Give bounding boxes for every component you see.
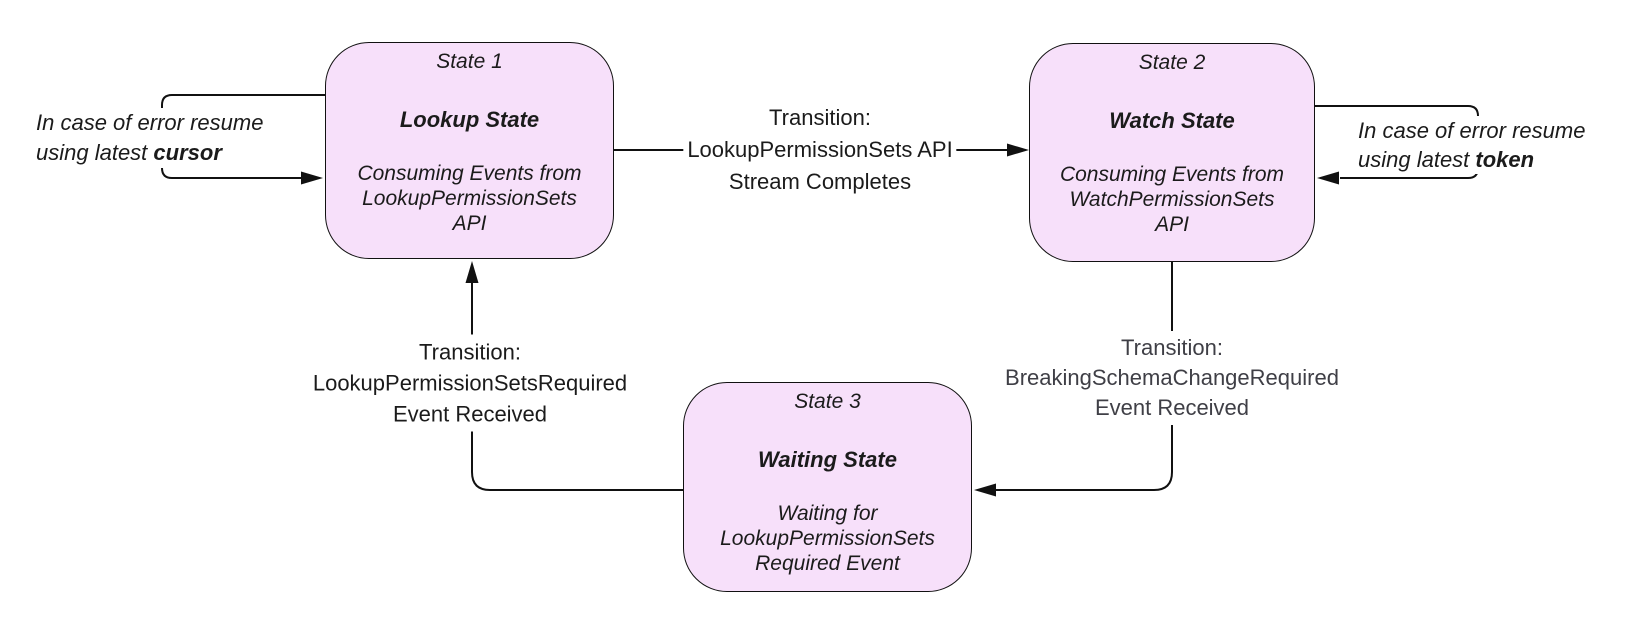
transition-label-line: LookupPermissionSets API (687, 137, 953, 162)
state-description: Waiting for LookupPermissionSets Require… (684, 501, 971, 576)
error-resume-keyword: cursor (153, 140, 222, 165)
transition-line-waiting-to-lookup (471, 281, 683, 491)
transition-label-line: BreakingSchemaChangeRequired (1005, 365, 1339, 390)
error-resume-prefix: using latest (36, 140, 154, 165)
state-description-line: API (452, 212, 487, 235)
state-description-line: Required Event (755, 552, 900, 575)
state-name: Lookup State (399, 107, 540, 132)
state-description-line: Consuming Events from (357, 162, 582, 185)
state-description-line: WatchPermissionSets (1069, 188, 1275, 211)
state-description-line: Waiting for (777, 502, 878, 525)
transition-label-watch-to-waiting: Transition: BreakingSchemaChangeRequired… (1001, 331, 1343, 425)
state-description-line: API (1155, 213, 1189, 236)
error-resume-line: In case of error resume (36, 110, 264, 135)
transition-label-line: Transition: (419, 339, 521, 365)
state-title: State 3 (794, 390, 861, 413)
state-name: Watch State (1109, 108, 1235, 133)
arrowhead-into-waiting-icon (974, 483, 996, 497)
arrowhead-loop-lookup-icon (301, 171, 323, 185)
error-resume-label-token: In case of error resume using latest tok… (1358, 116, 1586, 174)
transition-label-line: Stream Completes (728, 169, 912, 194)
transition-label-line: Transition: (769, 105, 871, 130)
transition-label-line: LookupPermissionSetsRequired (312, 370, 628, 396)
state-description-line: LookupPermissionSets (720, 527, 935, 550)
state-title: State 2 (1138, 51, 1206, 74)
error-resume-label-cursor: In case of error resume using latest cur… (36, 108, 264, 168)
state-title: State 1 (436, 50, 503, 73)
state-description: Consuming Events from LookupPermissionSe… (326, 161, 613, 236)
transition-line-watch-to-waiting (995, 262, 1173, 491)
error-resume-line: using latest token (1358, 145, 1585, 174)
transition-label-line: Event Received (392, 401, 548, 427)
transition-label-waiting-to-lookup: Transition: LookupPermissionSetsRequired… (308, 334, 632, 432)
transition-label-line: Transition: (1121, 335, 1223, 360)
state-description-line: Consuming Events from (1059, 163, 1285, 186)
arrowhead-into-watch-icon (1007, 143, 1029, 157)
error-resume-line: using latest cursor (36, 138, 263, 168)
error-resume-keyword: token (1475, 147, 1535, 172)
state-node-watch: State 2 Watch State Consuming Events fro… (1029, 43, 1315, 262)
error-resume-prefix: using latest (1358, 147, 1476, 172)
state-name: Waiting State (758, 447, 897, 472)
state-description: Consuming Events from WatchPermissionSet… (1030, 162, 1314, 237)
state-description-line: LookupPermissionSets (362, 187, 577, 210)
arrowhead-loop-watch-icon (1317, 171, 1339, 185)
state-node-lookup: State 1 Lookup State Consuming Events fr… (325, 42, 614, 259)
error-resume-line: In case of error resume (1358, 118, 1586, 143)
arrowhead-into-lookup-icon (465, 261, 479, 283)
transition-label-lookup-to-watch: Transition: LookupPermissionSets API Str… (683, 100, 957, 200)
transition-label-line: Event Received (1094, 395, 1250, 420)
state-node-waiting: State 3 Waiting State Waiting for Lookup… (683, 382, 972, 592)
